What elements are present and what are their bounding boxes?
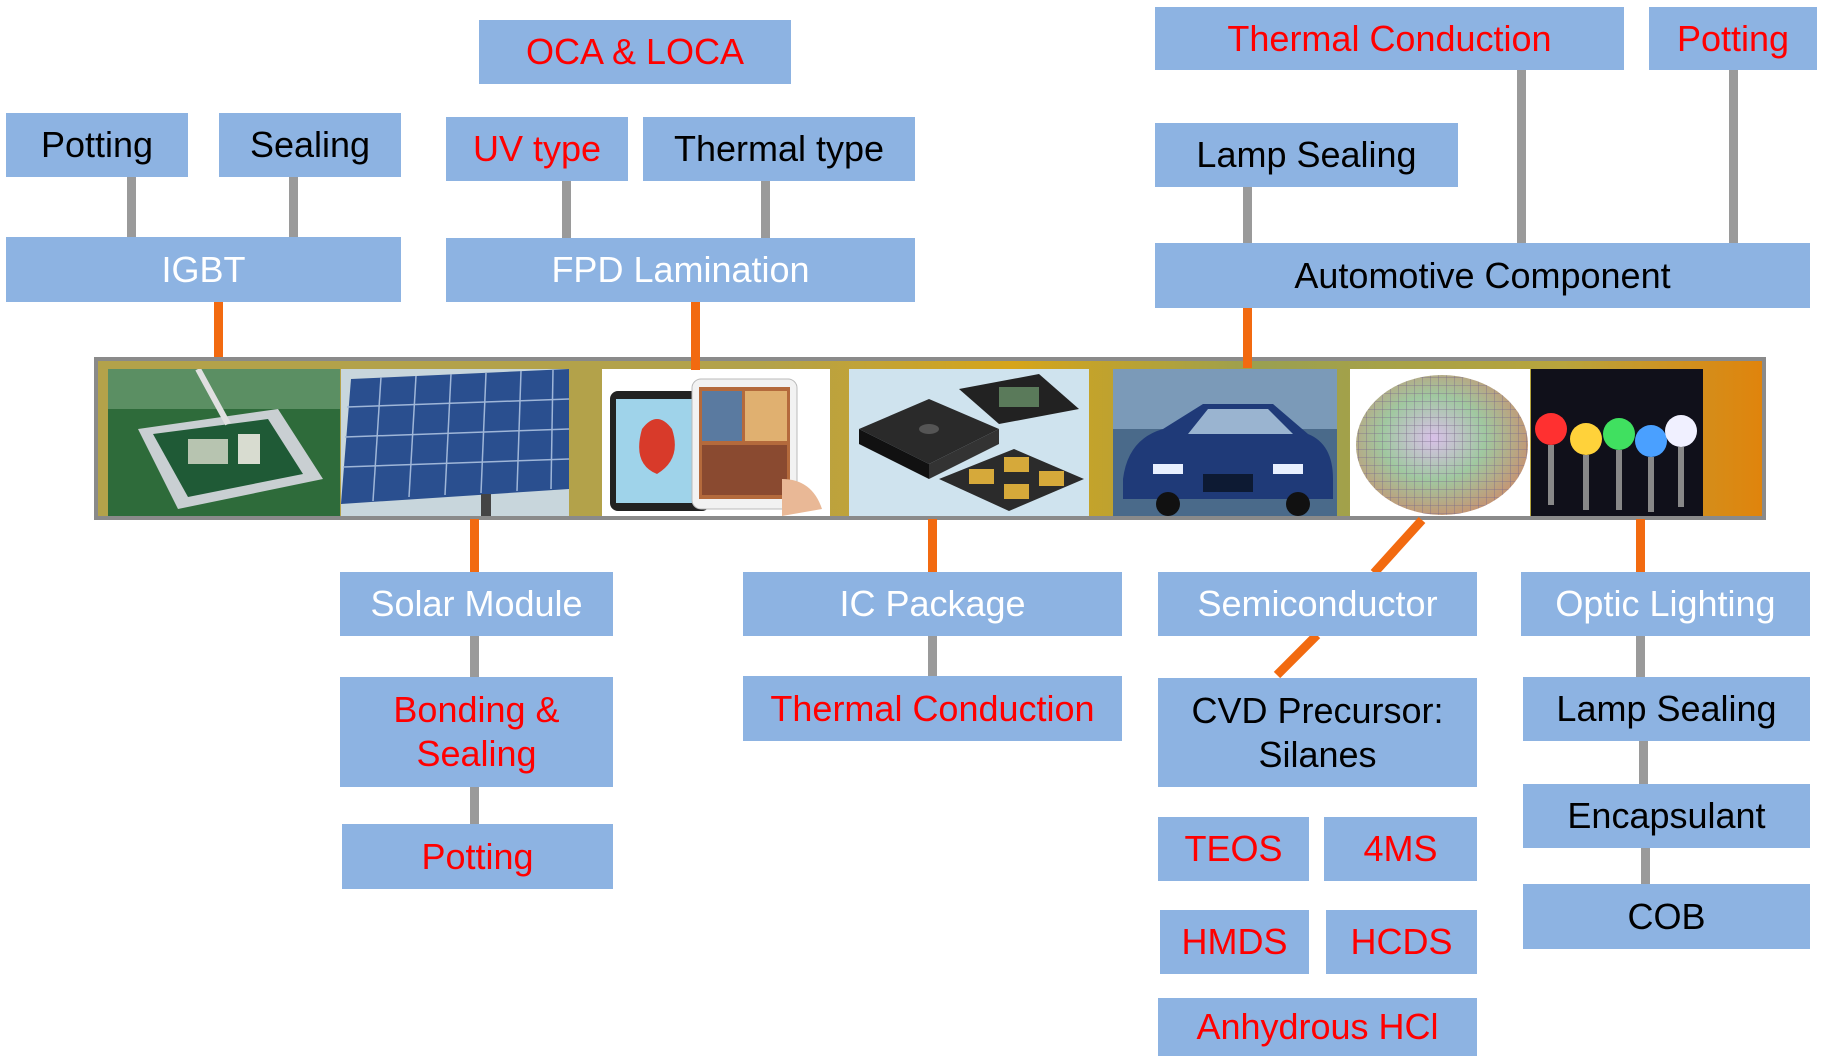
connector bbox=[1243, 186, 1252, 243]
connector bbox=[470, 635, 479, 677]
optic-lamp-sealing-box: Lamp Sealing bbox=[1523, 677, 1810, 741]
ic-package-box: IC Package bbox=[743, 572, 1122, 636]
encapsulant-box: Encapsulant bbox=[1523, 784, 1810, 848]
teos-box: TEOS bbox=[1158, 817, 1309, 881]
connector bbox=[1517, 68, 1526, 243]
solar-module-box: Solar Module bbox=[340, 572, 613, 636]
cvd-precursor-box: CVD Precursor: Silanes bbox=[1158, 678, 1477, 787]
connector bbox=[470, 519, 479, 574]
car-photo bbox=[1113, 369, 1337, 516]
tablet-photo bbox=[602, 369, 830, 516]
auto-lamp-sealing-box: Lamp Sealing bbox=[1155, 123, 1458, 187]
connector bbox=[289, 175, 298, 237]
igbt-sealing-box: Sealing bbox=[219, 113, 401, 177]
connector bbox=[1641, 846, 1650, 884]
connector bbox=[470, 785, 479, 825]
connector bbox=[691, 300, 700, 370]
bonding-sealing-box: Bonding & Sealing bbox=[340, 677, 613, 787]
wafer-photo bbox=[1350, 369, 1530, 516]
connector bbox=[1636, 636, 1645, 678]
igbt-box: IGBT bbox=[6, 237, 401, 302]
hmds-box: HMDS bbox=[1160, 910, 1309, 974]
cob-box: COB bbox=[1523, 884, 1810, 949]
igbt-potting-box: Potting bbox=[6, 113, 188, 177]
automotive-component-box: Automotive Component bbox=[1155, 243, 1810, 308]
connector bbox=[1243, 306, 1252, 368]
igbt-module-photo bbox=[108, 369, 340, 516]
thermal-type-box: Thermal type bbox=[643, 117, 915, 181]
connector bbox=[928, 636, 937, 677]
fpd-lamination-box: FPD Lamination bbox=[446, 238, 915, 302]
connector bbox=[761, 180, 770, 238]
auto-potting-box: Potting bbox=[1649, 7, 1817, 70]
connector bbox=[214, 300, 223, 357]
connector bbox=[1273, 516, 1426, 679]
auto-thermal-conduction-box: Thermal Conduction bbox=[1155, 7, 1624, 70]
uv-type-box: UV type bbox=[446, 117, 628, 181]
solar-potting-box: Potting bbox=[342, 824, 613, 889]
oca-loca-box: OCA & LOCA bbox=[479, 20, 791, 84]
anhydrous-hcl-box: Anhydrous HCl bbox=[1158, 998, 1477, 1056]
4ms-box: 4MS bbox=[1324, 817, 1477, 881]
connector bbox=[1636, 519, 1645, 574]
connector bbox=[1729, 70, 1738, 243]
ic-thermal-conduction-box: Thermal Conduction bbox=[743, 676, 1122, 741]
connector bbox=[562, 180, 571, 238]
connector bbox=[1639, 740, 1648, 784]
ic-package-photo bbox=[849, 369, 1089, 516]
semiconductor-box: Semiconductor bbox=[1158, 572, 1477, 636]
solar-panel-photo bbox=[341, 369, 569, 516]
connector bbox=[127, 175, 136, 237]
led-photo bbox=[1531, 369, 1703, 516]
application-photo-strip bbox=[94, 357, 1766, 520]
hcds-box: HCDS bbox=[1326, 910, 1477, 974]
optic-lighting-box: Optic Lighting bbox=[1521, 572, 1810, 636]
connector bbox=[928, 519, 937, 574]
